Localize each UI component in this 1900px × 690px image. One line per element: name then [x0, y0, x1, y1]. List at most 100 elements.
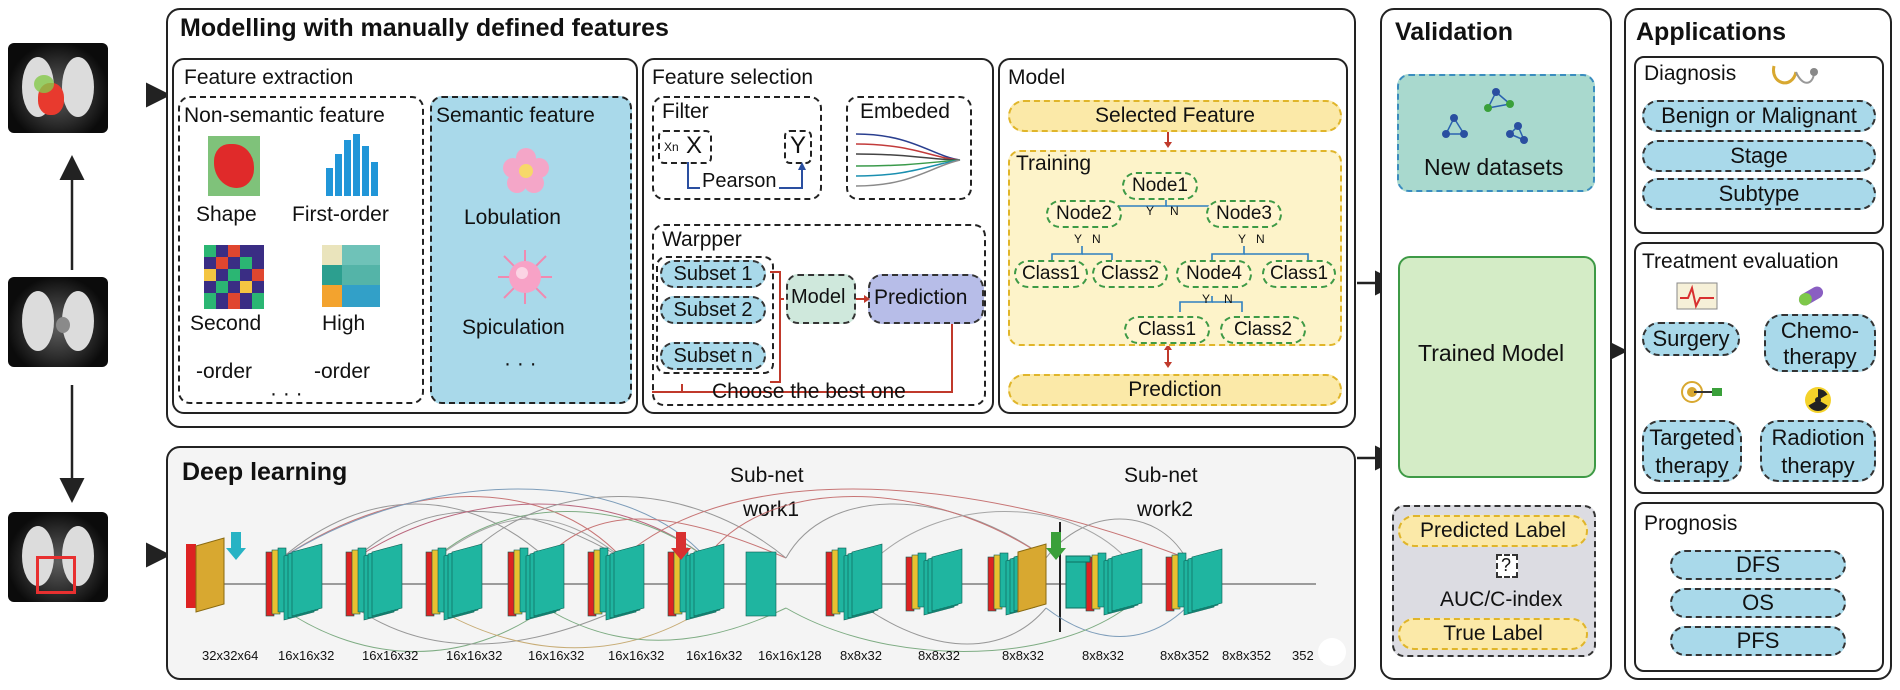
- dense-block: [265, 543, 323, 621]
- node-2: Node2: [1046, 200, 1122, 228]
- y-label: Y: [790, 132, 807, 159]
- x-label: X: [686, 132, 703, 159]
- dim-7: 16x16x128: [758, 648, 822, 663]
- dense-block: [825, 543, 883, 621]
- dense-block: [345, 543, 403, 621]
- prognosis-title: Prognosis: [1644, 512, 1738, 535]
- dim-4: 16x16x32: [528, 648, 585, 663]
- roi-box: [36, 556, 76, 594]
- ct-scan-bottom: [8, 512, 108, 602]
- treatment-title: Treatment evaluation: [1642, 250, 1839, 273]
- node-3: Node3: [1206, 200, 1282, 228]
- subset-2: Subset 2: [660, 296, 766, 324]
- dim-12: 8x8x352: [1160, 648, 1210, 663]
- dim-13: 8x8x352: [1222, 648, 1272, 663]
- no-label-3: N: [1256, 232, 1265, 246]
- class-2-b: Class2: [1220, 316, 1306, 344]
- first-order-label: First-order: [292, 203, 389, 226]
- no-label-4: N: [1224, 292, 1233, 306]
- spiculation-icon: [498, 250, 552, 304]
- dim-8: 8x8x32: [840, 648, 882, 663]
- class-1-c: Class1: [1124, 316, 1210, 344]
- wrapper-model-box: [786, 274, 856, 324]
- validation-title: Validation: [1395, 18, 1514, 46]
- subset-1: Subset 1: [660, 260, 766, 288]
- node-1: Node1: [1122, 172, 1198, 200]
- no-label-1: N: [1170, 204, 1179, 218]
- yes-label-4: Y: [1202, 292, 1211, 306]
- dim-10: 8x8x32: [1002, 648, 1044, 663]
- diagnosis-subtype: Subtype: [1642, 178, 1876, 210]
- model-flow-arrows: [1164, 132, 1172, 368]
- choose-best-label: Choose the best one: [712, 380, 906, 403]
- new-datasets-label: New datasets: [1424, 154, 1564, 180]
- predicted-label-pill: Predicted Label: [1398, 515, 1588, 547]
- shape-icon: [208, 136, 260, 196]
- prognosis-os: OS: [1670, 588, 1846, 618]
- dim-0: 32x32x64: [202, 648, 259, 663]
- lobulation-icon: [503, 148, 549, 193]
- chemo-line2: therapy: [1783, 344, 1857, 369]
- no-label-2: N: [1092, 232, 1101, 246]
- dense-block: [667, 543, 725, 621]
- question-mark: ?: [1501, 555, 1512, 575]
- high-order-label: -order: [314, 360, 371, 383]
- dim-6: 16x16x32: [686, 648, 743, 663]
- surgery-monitor-icon: [1676, 282, 1718, 310]
- dense-block: [507, 543, 565, 621]
- yes-label-1: Y: [1146, 204, 1155, 218]
- dense-block: [425, 543, 483, 621]
- dim-14: 352: [1292, 648, 1314, 663]
- embedded-box: [846, 96, 972, 200]
- pill-icon: [1798, 286, 1824, 306]
- subset-n: Subset n: [660, 342, 766, 370]
- embedded-title: Embeded: [860, 100, 950, 123]
- radiation-icon: [1805, 387, 1831, 413]
- texture-matrix-icon: [204, 245, 264, 309]
- trained-model-box: [1398, 256, 1596, 478]
- dim-3: 16x16x32: [446, 648, 503, 663]
- diagnosis-benign-malignant: Benign or Malignant: [1642, 100, 1876, 132]
- auc-label: AUC/C-index: [1440, 588, 1563, 611]
- yes-label-3: Y: [1238, 232, 1247, 246]
- non-semantic-title: Non-semantic feature: [184, 104, 385, 127]
- embedded-curves: [855, 133, 961, 187]
- dim-1: 16x16x32: [278, 648, 335, 663]
- diagnosis-title: Diagnosis: [1644, 62, 1737, 85]
- class-2-a: Class2: [1092, 260, 1168, 288]
- wrapper-title: Warpper: [662, 228, 742, 251]
- dense-block: [587, 543, 645, 621]
- treatment-radio: Radiotion therapy: [1760, 420, 1876, 482]
- trained-model-label: Trained Model: [1418, 340, 1565, 366]
- prediction-pill: Prediction: [1008, 374, 1342, 406]
- class-1-a: Class1: [1014, 260, 1088, 288]
- dim-9: 8x8x32: [918, 648, 960, 663]
- filter-title: Filter: [662, 100, 709, 123]
- histogram-icon: [326, 134, 378, 196]
- non-semantic-box: [178, 96, 424, 404]
- radio-line1: Radiotion: [1771, 425, 1865, 450]
- semantic-box: [430, 96, 632, 404]
- selected-feature-pill: Selected Feature: [1008, 100, 1342, 132]
- target-y-box: [784, 130, 812, 164]
- subnet1-line1: Sub-net: [730, 464, 804, 487]
- target-icon: [1681, 381, 1722, 403]
- targeted-line1: Targeted: [1649, 425, 1735, 450]
- shape-label: Shape: [196, 203, 257, 226]
- network-icon: [1442, 88, 1528, 144]
- ct-scan-middle: [8, 277, 108, 367]
- filter-box: [652, 96, 822, 200]
- treatment-chemo: Chemo- therapy: [1764, 314, 1876, 372]
- semantic-title: Semantic feature: [436, 104, 595, 127]
- dim-2: 16x16x32: [362, 648, 419, 663]
- dim-11: 8x8x32: [1082, 648, 1124, 663]
- subnet1-line2: work1: [743, 498, 800, 521]
- semantic-ellipsis: · · ·: [504, 352, 537, 375]
- dense-block: [905, 548, 963, 616]
- feature-selection-title: Feature selection: [652, 66, 814, 89]
- prognosis-pfs: PFS: [1670, 626, 1846, 656]
- pearson-label: Pearson: [700, 170, 779, 193]
- spiculation-label: Spiculation: [462, 316, 565, 339]
- class-1-b: Class1: [1262, 260, 1336, 288]
- stethoscope-icon: [1772, 65, 1818, 85]
